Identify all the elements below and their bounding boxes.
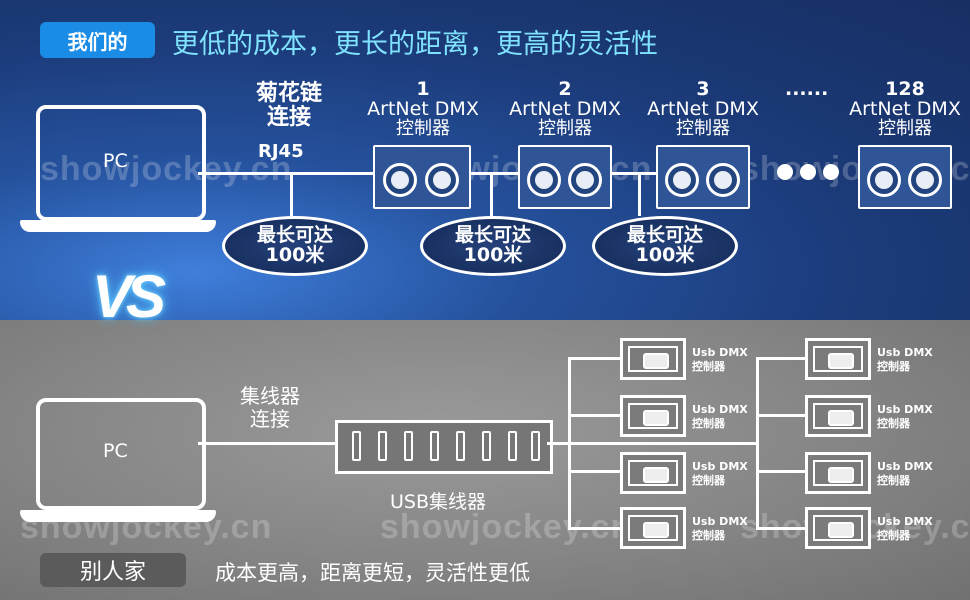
- distance-badge: 最长可达 100米: [222, 216, 368, 276]
- usb-cable: [198, 442, 338, 445]
- usb-port-icon: [531, 431, 540, 461]
- xlr-port-icon: [706, 163, 740, 197]
- usb-cable: [756, 357, 759, 530]
- pc-label: PC: [103, 150, 128, 172]
- ours-tag: 我们的: [40, 22, 155, 58]
- usb-dmx-controller: [620, 338, 686, 380]
- ours-headline: 更低的成本，更长的距离，更高的灵活性: [172, 29, 658, 60]
- usb-cable: [568, 357, 622, 360]
- usb-cable: [756, 527, 806, 530]
- theirs-tag: 别人家: [40, 553, 186, 587]
- device-128-label: 128 ArtNet DMX 控制器: [849, 78, 961, 139]
- usb-cable: [756, 357, 806, 360]
- pc-label: PC: [103, 440, 128, 462]
- xlr-port-icon: [867, 163, 901, 197]
- device-3-label: 3 ArtNet DMX 控制器: [647, 78, 759, 139]
- usb-cable: [568, 470, 622, 473]
- usb-socket-icon: [828, 410, 854, 426]
- usb-socket-icon: [828, 522, 854, 538]
- artnet-dmx-controller-3: [656, 145, 750, 209]
- usb-cable: [568, 442, 758, 445]
- usb-cable: [547, 442, 569, 445]
- cable-drop: [290, 172, 293, 216]
- rj45-cable: [198, 172, 374, 175]
- pc-laptop-screen: [36, 398, 206, 510]
- vs-label: VS: [92, 263, 166, 330]
- daisy-chain-label-line1: 菊花链: [255, 81, 322, 106]
- usb-socket-icon: [828, 353, 854, 369]
- xlr-port-icon: [908, 163, 942, 197]
- more-devices-ellipsis: ......: [785, 78, 829, 100]
- artnet-dmx-controller-1: [373, 145, 471, 209]
- usb-hub-label: USB集线器: [390, 491, 487, 513]
- artnet-dmx-controller-128: [858, 145, 952, 209]
- watermark: showjockey.cn: [40, 150, 293, 188]
- usb-socket-icon: [828, 467, 854, 483]
- usb-dmx-controller: [805, 395, 871, 437]
- usb-dmx-controller: [620, 452, 686, 494]
- usb-port-icon: [430, 431, 439, 461]
- artnet-dmx-controller-2: [518, 145, 612, 209]
- usb-socket-icon: [643, 522, 669, 538]
- usb-port-icon: [456, 431, 465, 461]
- pc-laptop-base: [20, 220, 216, 232]
- usb-cable: [756, 414, 806, 417]
- usb-dmx-controller: [805, 338, 871, 380]
- usb-dmx-controller: [805, 507, 871, 549]
- usb-cable: [568, 414, 622, 417]
- xlr-port-icon: [383, 163, 417, 197]
- xlr-port-icon: [665, 163, 699, 197]
- device-1-label: 1 ArtNet DMX 控制器: [367, 78, 479, 139]
- usb-dmx-controller: [620, 395, 686, 437]
- usb-cable: [568, 527, 622, 530]
- distance-badge: 最长可达 100米: [420, 216, 566, 276]
- daisy-chain-label-line2: 连接: [266, 105, 311, 131]
- distance-badge: 最长可达 100米: [592, 216, 738, 276]
- usb-port-icon: [404, 431, 413, 461]
- usb-port-icon: [378, 431, 387, 461]
- continuation-dot: [800, 164, 816, 180]
- daisy-chain-label: 菊花链 连接: [250, 81, 328, 131]
- continuation-dot: [777, 164, 793, 180]
- xlr-port-icon: [425, 163, 459, 197]
- xlr-port-icon: [568, 163, 602, 197]
- xlr-port-icon: [527, 163, 561, 197]
- rj45-cable: [610, 172, 658, 175]
- pc-laptop-screen: [36, 105, 206, 221]
- usb-dmx-controller: [620, 507, 686, 549]
- usb-socket-icon: [643, 467, 669, 483]
- usb-port-icon: [508, 431, 517, 461]
- usb-cable: [756, 470, 806, 473]
- usb-port-icon: [352, 431, 361, 461]
- usb-socket-icon: [643, 353, 669, 369]
- theirs-headline: 成本更高，距离更短，灵活性更低: [215, 561, 530, 585]
- usb-socket-icon: [643, 410, 669, 426]
- hub-connection-label: 集线器 连接: [240, 384, 300, 431]
- usb-hub: [335, 420, 553, 474]
- device-2-label: 2 ArtNet DMX 控制器: [509, 78, 621, 139]
- usb-dmx-controller: [805, 452, 871, 494]
- usb-port-icon: [482, 431, 491, 461]
- cable-drop: [638, 172, 641, 216]
- rj45-label: RJ45: [258, 141, 304, 162]
- pc-laptop-base: [20, 510, 216, 522]
- cable-drop: [490, 172, 493, 216]
- continuation-dot: [823, 164, 839, 180]
- rj45-cable: [470, 172, 520, 175]
